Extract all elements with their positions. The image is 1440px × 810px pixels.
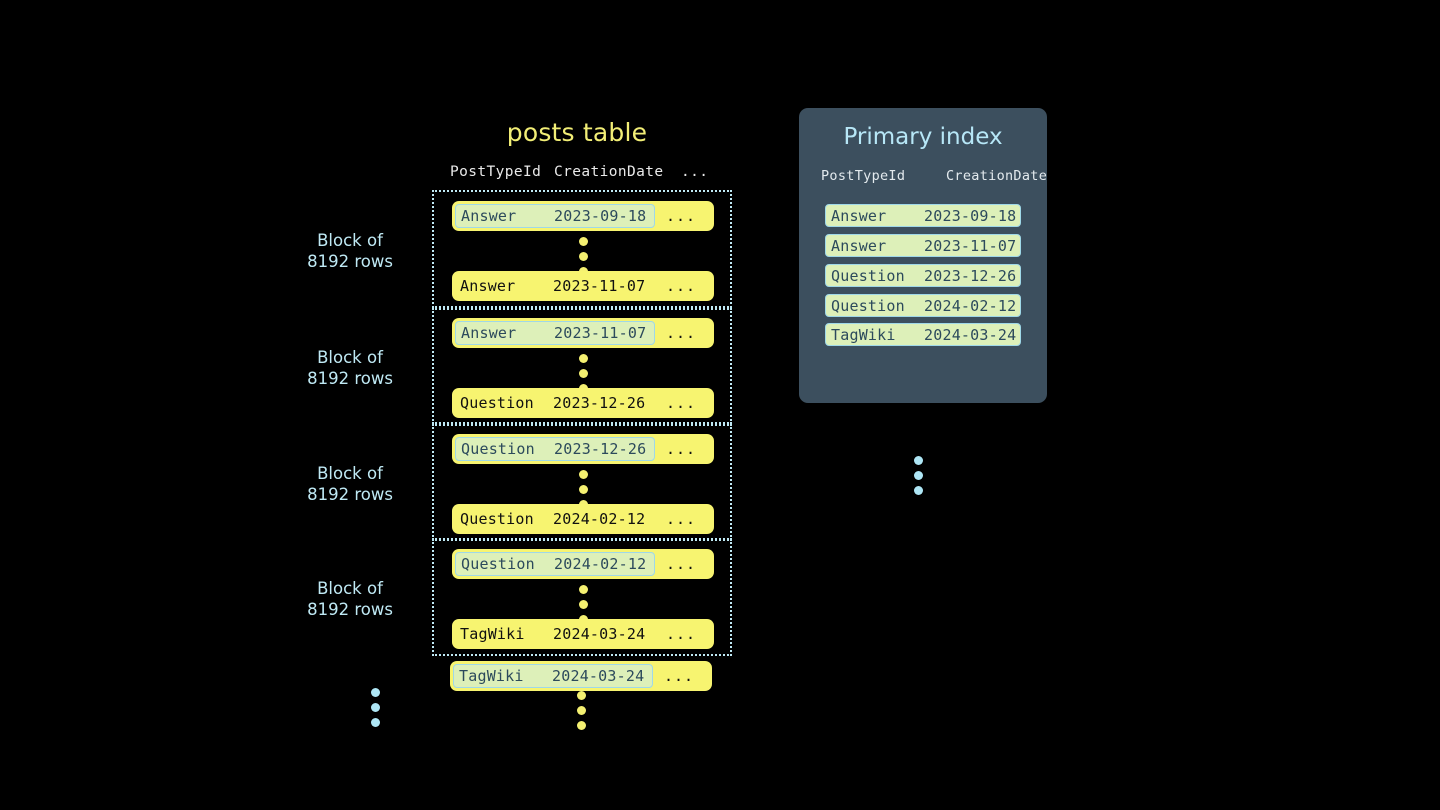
row-cell-posttypeid: Answer — [461, 207, 517, 225]
row-cell-more: ... — [666, 394, 697, 412]
row-highlight-box: Question 2024-02-12 — [455, 552, 655, 576]
row-cell-creationdate: 2023-11-07 — [924, 237, 1017, 255]
block-label-line1: Block of — [317, 348, 383, 367]
table-row[interactable]: TagWiki 2024-03-24 ... — [452, 619, 714, 649]
primary-index-row[interactable]: Question 2024-02-12 — [825, 294, 1021, 317]
row-cell-posttypeid: Answer — [461, 324, 517, 342]
row-cell-more: ... — [666, 555, 697, 573]
row-cell-posttypeid: TagWiki — [831, 326, 896, 344]
block-label-line1: Block of — [317, 579, 383, 598]
row-cell-posttypeid: Question — [831, 297, 905, 315]
table-rows-ellipsis-icon — [577, 691, 586, 730]
primary-index-row[interactable]: TagWiki 2024-03-24 — [825, 323, 1021, 346]
row-cell-creationdate: 2023-09-18 — [554, 207, 647, 225]
table-row[interactable]: Question 2023-12-26 ... — [452, 434, 714, 464]
row-cell-creationdate: 2024-03-24 — [553, 625, 646, 643]
column-header-creationdate: CreationDate — [946, 168, 1048, 184]
block-label-line2: 8192 rows — [307, 252, 393, 271]
row-highlight-box: Answer 2023-09-18 — [455, 204, 655, 228]
block-label: Block of 8192 rows — [280, 578, 420, 620]
column-header-posttypeid: PostTypeId — [450, 164, 542, 180]
row-cell-more: ... — [666, 510, 697, 528]
row-cell-more: ... — [666, 625, 697, 643]
row-cell-posttypeid: TagWiki — [460, 625, 525, 643]
block-label-line1: Block of — [317, 464, 383, 483]
primary-index-title: Primary index — [843, 124, 1003, 150]
block-label: Block of 8192 rows — [280, 347, 420, 389]
table-row[interactable]: Question 2024-02-12 ... — [452, 549, 714, 579]
row-highlight-box: Answer 2023-11-07 — [455, 321, 655, 345]
primary-index-row[interactable]: Answer 2023-11-07 — [825, 234, 1021, 257]
row-cell-posttypeid: Answer — [831, 237, 887, 255]
row-cell-creationdate: 2023-11-07 — [554, 324, 647, 342]
table-row[interactable]: Answer 2023-09-18 ... — [452, 201, 714, 231]
row-cell-more: ... — [666, 207, 697, 225]
row-cell-posttypeid: Answer — [460, 277, 516, 295]
block-label-line1: Block of — [317, 231, 383, 250]
row-cell-creationdate: 2023-09-18 — [924, 207, 1017, 225]
row-highlight-box: Question 2023-12-26 — [455, 437, 655, 461]
blocks-ellipsis-icon — [371, 688, 380, 727]
row-cell-posttypeid: TagWiki — [459, 667, 524, 685]
table-block: Block of 8192 rows Answer 2023-11-07 ...… — [307, 308, 732, 424]
column-header-creationdate: CreationDate — [554, 164, 664, 180]
row-cells: Answer 2023-11-07 — [455, 274, 655, 298]
block-label: Block of 8192 rows — [280, 463, 420, 505]
primary-index-ellipsis-icon — [914, 456, 923, 495]
row-cell-posttypeid: Answer — [831, 207, 887, 225]
row-cell-posttypeid: Question — [461, 440, 535, 458]
table-block: Block of 8192 rows Answer 2023-09-18 ...… — [307, 190, 732, 308]
block-label-line2: 8192 rows — [307, 369, 393, 388]
row-cells: Question 2024-02-12 — [455, 507, 655, 531]
row-cell-posttypeid: Question — [460, 510, 534, 528]
row-cell-creationdate: 2024-02-12 — [554, 555, 647, 573]
row-highlight-box: TagWiki 2024-03-24 — [453, 664, 653, 688]
block-label-line2: 8192 rows — [307, 485, 393, 504]
column-header-posttypeid: PostTypeId — [821, 168, 906, 184]
table-block: Block of 8192 rows Question 2023-12-26 .… — [307, 424, 732, 540]
row-cell-creationdate: 2024-03-24 — [552, 667, 645, 685]
primary-index-row[interactable]: Question 2023-12-26 — [825, 264, 1021, 287]
block-label: Block of 8192 rows — [280, 230, 420, 272]
row-cell-posttypeid: Question — [460, 394, 534, 412]
table-row[interactable]: Question 2024-02-12 ... — [452, 504, 714, 534]
primary-index-panel: Primary index PostTypeId CreationDate An… — [799, 108, 1048, 495]
row-cell-more: ... — [666, 324, 697, 342]
posts-table-title: posts table — [506, 118, 648, 147]
row-cell-creationdate: 2023-12-26 — [924, 267, 1017, 285]
row-cell-more: ... — [666, 277, 697, 295]
block-label-line2: 8192 rows — [307, 600, 393, 619]
row-cell-creationdate: 2024-02-12 — [553, 510, 646, 528]
table-row[interactable]: TagWiki 2024-03-24 ... — [450, 661, 712, 691]
column-header-more: ... — [681, 164, 709, 180]
primary-index-row[interactable]: Answer 2023-09-18 — [825, 204, 1021, 227]
table-row[interactable]: Answer 2023-11-07 ... — [452, 318, 714, 348]
row-cells: Question 2023-12-26 — [455, 391, 655, 415]
row-cell-more: ... — [664, 667, 695, 685]
row-cell-creationdate: 2023-12-26 — [554, 440, 647, 458]
row-cell-more: ... — [666, 440, 697, 458]
table-row[interactable]: Answer 2023-11-07 ... — [452, 271, 714, 301]
row-cell-posttypeid: Question — [461, 555, 535, 573]
row-cell-creationdate: 2023-12-26 — [553, 394, 646, 412]
row-cell-creationdate: 2024-02-12 — [924, 297, 1017, 315]
row-cell-creationdate: 2023-11-07 — [553, 277, 646, 295]
table-block: Block of 8192 rows Question 2024-02-12 .… — [307, 539, 732, 656]
row-cell-posttypeid: Question — [831, 267, 905, 285]
row-cells: TagWiki 2024-03-24 — [455, 622, 655, 646]
table-row[interactable]: Question 2023-12-26 ... — [452, 388, 714, 418]
row-cell-creationdate: 2024-03-24 — [924, 326, 1017, 344]
